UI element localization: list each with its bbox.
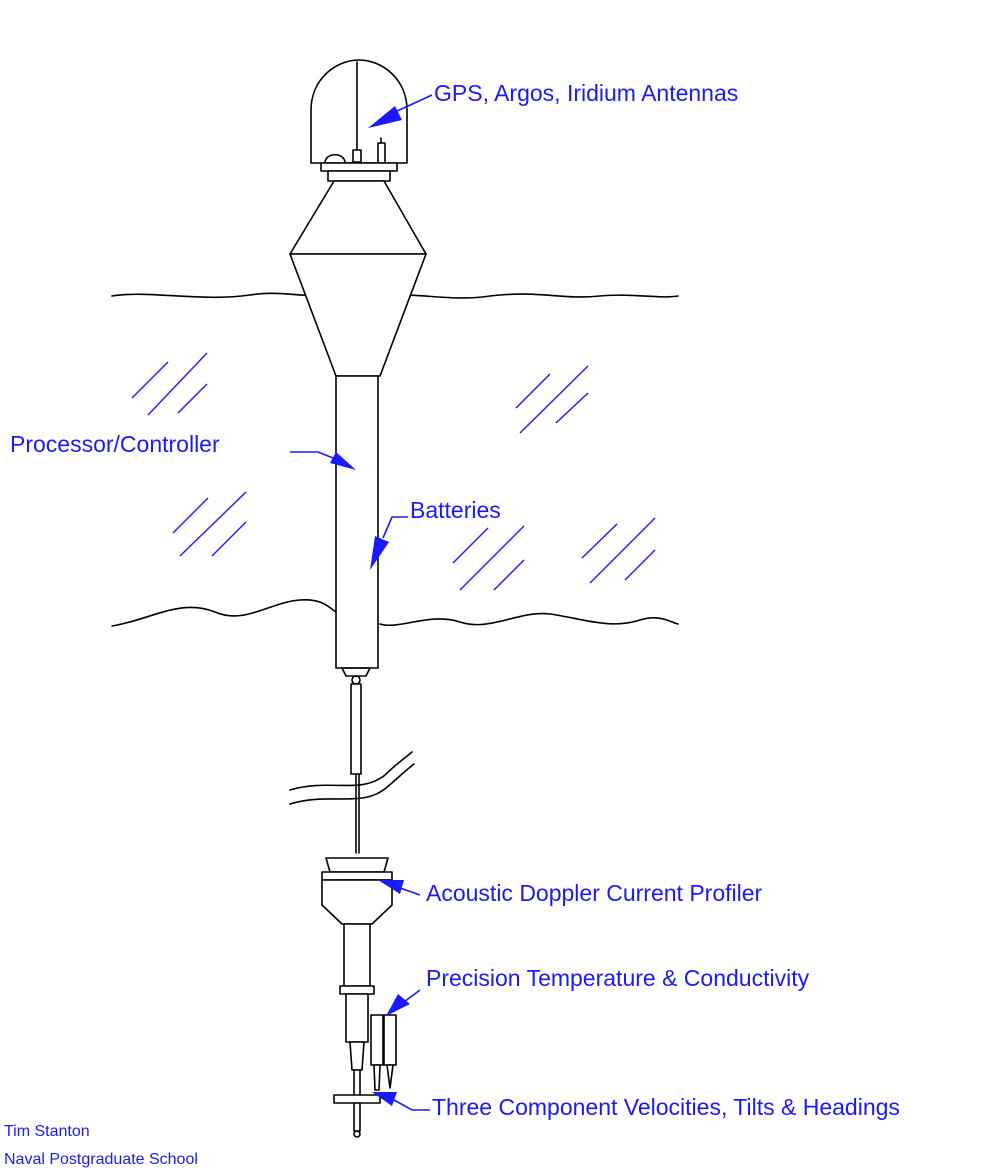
antenna-dome	[310, 59, 408, 182]
main-hull	[335, 375, 379, 669]
leader-processor	[290, 451, 356, 470]
leader-batteries	[370, 516, 408, 570]
hatch-marks	[131, 352, 656, 591]
cable	[350, 683, 362, 854]
credit-author: Tim Stanton	[4, 1123, 90, 1140]
label-temp-cond: Precision Temperature & Conductivity	[426, 965, 810, 991]
label-velocities: Three Component Velocities, Tilts & Head…	[432, 1094, 900, 1120]
label-processor: Processor/Controller	[10, 431, 220, 457]
leader-antennas	[368, 94, 433, 128]
cable-break	[289, 751, 415, 805]
label-antennas: GPS, Argos, Iridium Antennas	[434, 80, 738, 106]
leader-adcp	[378, 880, 421, 896]
float-cone	[289, 180, 427, 377]
leader-velocities	[372, 1092, 430, 1111]
label-batteries: Batteries	[410, 497, 501, 523]
label-adcp: Acoustic Doppler Current Profiler	[426, 880, 763, 906]
leader-temp-cond	[386, 989, 421, 1016]
surface-line-bottom	[111, 599, 679, 627]
credit-institution: Naval Postgraduate School	[4, 1151, 198, 1168]
instrument-package	[321, 857, 397, 1138]
